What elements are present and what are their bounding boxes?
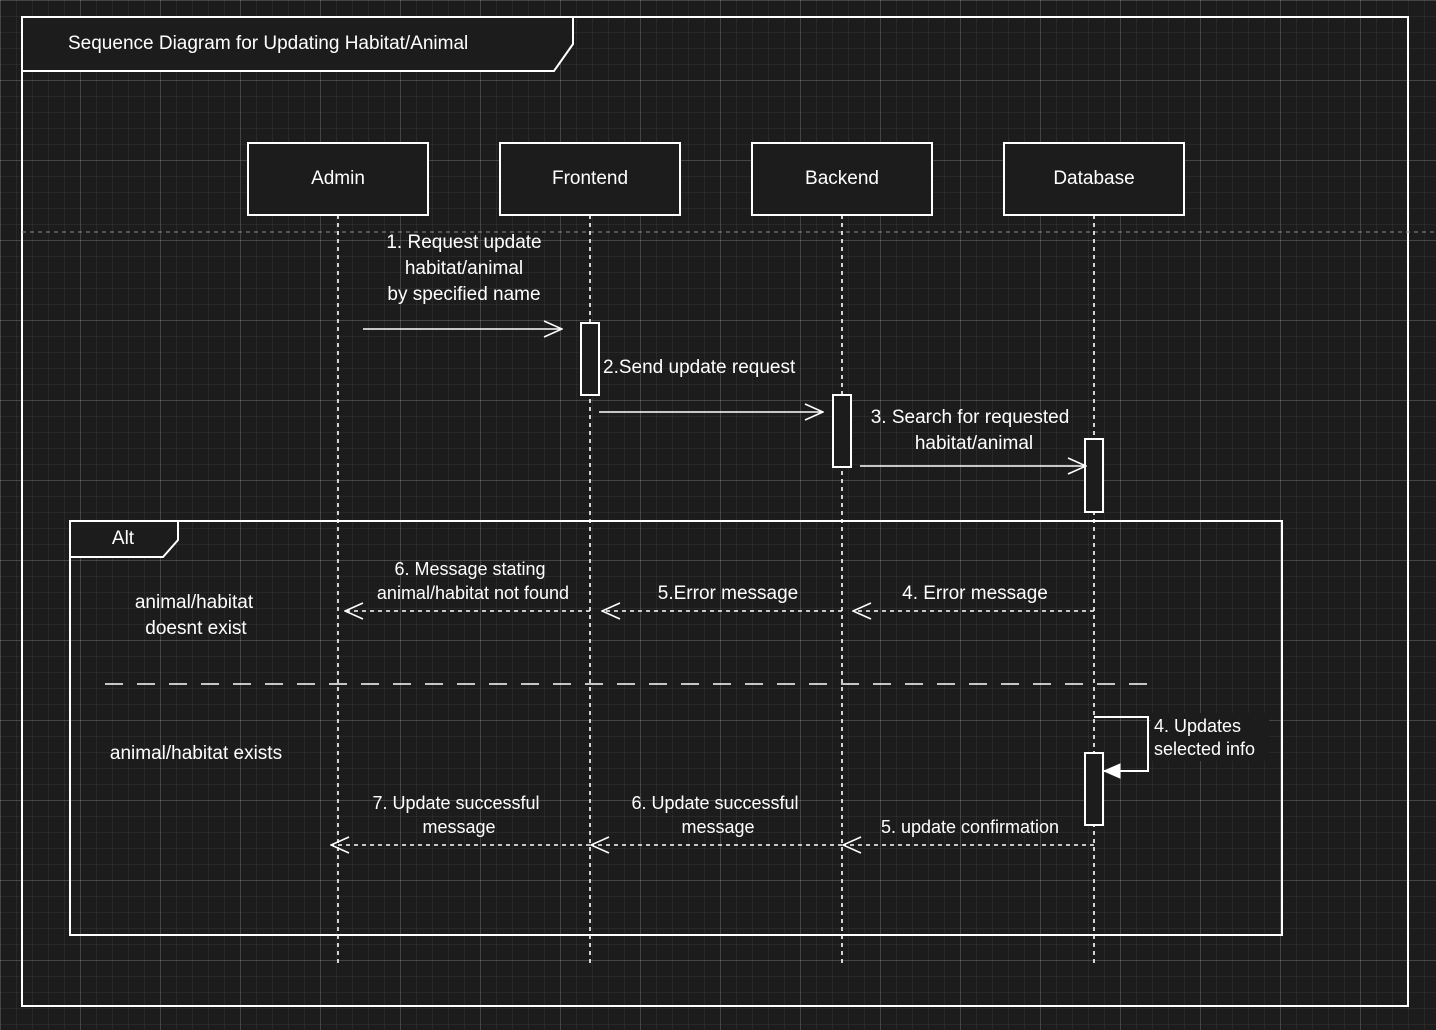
message-1: 1. Request update habitat/animal by spec…	[363, 232, 562, 329]
participant-backend-box	[751, 142, 933, 216]
message-1-label-line2: habitat/animal	[405, 258, 523, 279]
alt-branch-2-self-message-4-label-line1: 4. Updates	[1154, 716, 1241, 736]
alt-branch-1-message-4-label: 4. Error message	[902, 583, 1048, 604]
alt-branch-1-message-4: 4. Error message	[853, 583, 1094, 611]
message-3: 3. Search for requested habitat/animal	[860, 407, 1086, 466]
participant-backend-label: Backend	[805, 168, 879, 189]
participant-frontend-label: Frontend	[552, 168, 628, 189]
alt-fragment-border	[69, 520, 1283, 936]
alt-branch-2-self-message-4-label-bg	[1151, 713, 1269, 761]
activation-database-1	[1084, 438, 1104, 513]
participant-database-label: Database	[1053, 168, 1134, 189]
alt-fragment-tab	[69, 520, 179, 558]
message-2-label: 2.Send update request	[603, 357, 796, 378]
participant-database-box	[1003, 142, 1185, 216]
alt-branch-2-self-message-4: 4. Updates selected info	[1094, 713, 1269, 771]
alt-branch-2-message-7-label-line1: 7. Update successful	[372, 793, 539, 813]
participant-admin-box	[247, 142, 429, 216]
alt-branch-1-message-5: 5.Error message	[602, 583, 842, 611]
activation-frontend	[580, 322, 600, 396]
message-2: 2.Send update request	[599, 357, 823, 412]
message-1-label-line3: by specified name	[387, 284, 540, 305]
alt-branch-2-message-7-label-line2: message	[422, 817, 495, 837]
frame-border	[21, 16, 1409, 1007]
alt-branch-1-message-6-label-line1: 6. Message stating	[394, 559, 545, 579]
frame-title: Sequence Diagram for Updating Habitat/An…	[68, 33, 468, 54]
message-3-label-line2: habitat/animal	[915, 433, 1033, 454]
alt-branch-2-self-message-4-label-line2: selected info	[1154, 739, 1255, 759]
alt-branch-2-message-6: 6. Update successful message	[591, 793, 842, 845]
activation-database-2	[1084, 752, 1104, 826]
participant-backend: Backend	[751, 142, 933, 216]
alt-branch-2-message-5: 5. update confirmation	[843, 817, 1094, 845]
alt-branch-1-message-5-label: 5.Error message	[658, 583, 798, 604]
activation-backend	[832, 394, 852, 468]
alt-guard-2: animal/habitat exists	[110, 743, 282, 764]
alt-branch-2-message-6-label-line2: message	[681, 817, 754, 837]
alt-branch-2-message-5-label: 5. update confirmation	[881, 817, 1059, 837]
alt-branch-2-self-message-4-arrow	[1094, 716, 1149, 771]
alt-fragment: Alt animal/habitat doesnt exist animal/h…	[69, 520, 1283, 936]
participant-frontend-box	[499, 142, 681, 216]
participant-frontend: Frontend	[499, 142, 681, 216]
alt-guard-1-line1: animal/habitat	[135, 592, 254, 613]
alt-guard-1-line2: doesnt exist	[145, 618, 247, 639]
alt-branch-1-message-6: 6. Message stating animal/habitat not fo…	[345, 559, 590, 611]
alt-branch-2-message-7: 7. Update successful message	[331, 793, 590, 845]
message-3-label-line1: 3. Search for requested	[871, 407, 1070, 428]
alt-fragment-label: Alt	[112, 528, 135, 549]
frame-title-tab	[21, 16, 574, 72]
participant-admin: Admin	[247, 142, 429, 216]
participant-database: Database	[1003, 142, 1185, 216]
alt-branch-2-message-6-label-line1: 6. Update successful	[631, 793, 798, 813]
participant-admin-label: Admin	[311, 168, 365, 189]
message-1-label-line1: 1. Request update	[386, 232, 541, 253]
alt-branch-1-message-6-label-line2: animal/habitat not found	[377, 583, 569, 603]
